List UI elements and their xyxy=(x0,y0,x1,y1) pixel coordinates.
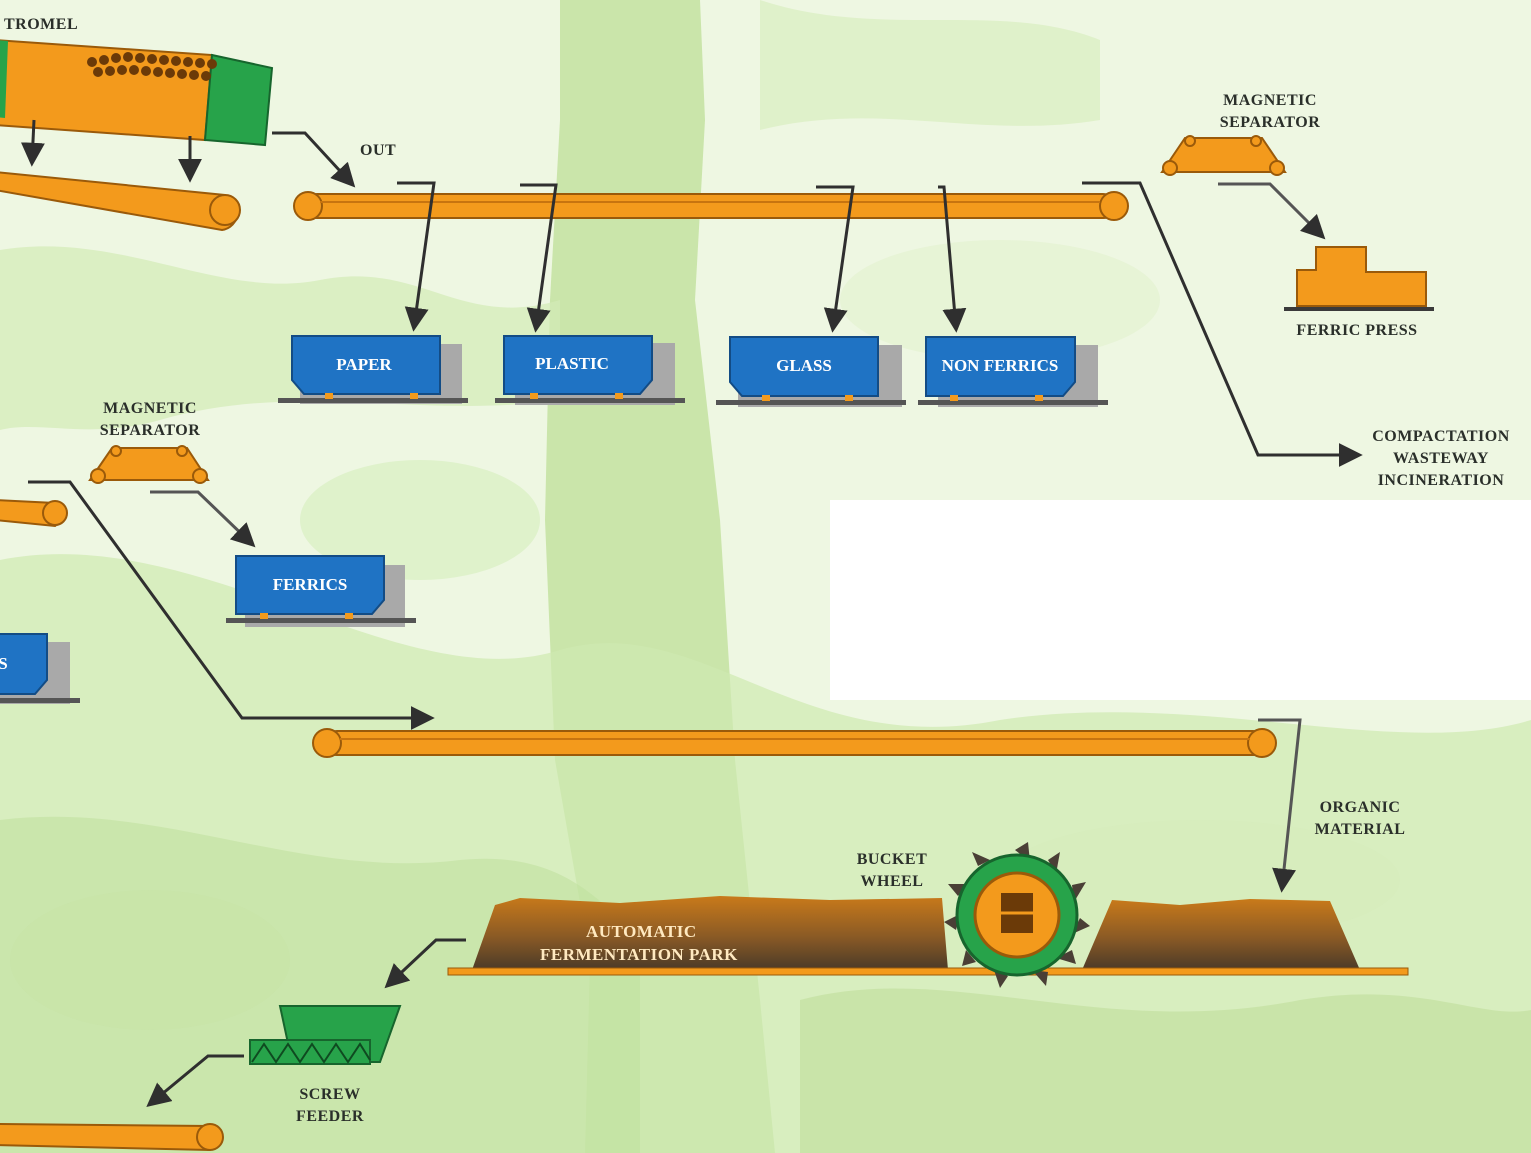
bucket-wheel-line1: BUCKET xyxy=(856,851,928,868)
organic-conveyor xyxy=(312,728,1277,758)
bin-partial-left: S xyxy=(0,633,80,704)
magnetic-separator-left-line2: SEPARATOR xyxy=(99,422,201,439)
compaction-line1: COMPACTATION xyxy=(1372,428,1510,445)
bin-non-ferrics-label: NON FERRICS xyxy=(942,356,1059,375)
magnetic-separator-left-label: MAGNETIC SEPARATOR xyxy=(80,398,220,442)
ferric-press-machine xyxy=(1284,246,1434,311)
bin-paper-label: PAPER xyxy=(336,355,392,374)
bin-glass-label: GLASS xyxy=(776,356,832,375)
bin-plastic-label: PLASTIC xyxy=(535,354,609,373)
bin-ferrics: FERRICS xyxy=(226,555,416,627)
bucket-wheel-line2: WHEEL xyxy=(860,873,924,890)
compaction-line2: WASTEWAY xyxy=(1393,450,1489,467)
screw-feeder-machine xyxy=(249,1005,402,1065)
conveyor-bottom-left xyxy=(0,1123,224,1152)
bin-plastic: PLASTIC xyxy=(495,335,685,405)
magnetic-separator-left-line1: MAGNETIC xyxy=(103,400,197,417)
ferric-press-label: FERRIC PRESS xyxy=(1296,322,1418,339)
magnetic-separator-top xyxy=(1160,135,1287,176)
main-sorting-conveyor xyxy=(293,191,1129,221)
bin-ferrics-label: FERRICS xyxy=(273,575,348,594)
screw-feeder-line2: FEEDER xyxy=(296,1108,364,1125)
magnetic-separator-left xyxy=(88,445,210,484)
bin-partial-label: S xyxy=(0,654,8,673)
organic-material-line1: ORGANIC xyxy=(1319,799,1401,816)
compaction-label: COMPACTATION WASTEWAY INCINERATION xyxy=(1360,426,1522,492)
conveyor-under-tromel xyxy=(0,171,241,232)
magnetic-separator-top-line2: SEPARATOR xyxy=(1219,114,1321,131)
bucket-wheel xyxy=(944,842,1090,988)
bin-non-ferrics: NON FERRICS xyxy=(918,336,1108,407)
screw-feeder-line1: SCREW xyxy=(299,1086,361,1103)
organic-material-label: ORGANIC MATERIAL xyxy=(1290,797,1430,841)
magnetic-separator-top-label: MAGNETIC SEPARATOR xyxy=(1200,90,1340,134)
bin-paper: PAPER xyxy=(278,335,468,404)
fermentation-park-label-line1: AUTOMATIC xyxy=(586,922,697,941)
tromel-machine xyxy=(0,39,274,147)
compaction-line3: INCINERATION xyxy=(1377,472,1505,489)
out-label: OUT xyxy=(360,142,397,159)
bucket-wheel-label: BUCKET WHEEL xyxy=(832,849,952,893)
tromel-screen-holes xyxy=(87,52,217,81)
bin-glass: GLASS xyxy=(716,336,906,407)
tromel-label: TROMEL xyxy=(4,16,79,33)
conveyor-left-partial xyxy=(0,499,68,528)
organic-material-line2: MATERIAL xyxy=(1314,821,1406,838)
fermentation-park xyxy=(447,896,1409,976)
magnetic-separator-top-line1: MAGNETIC xyxy=(1223,92,1317,109)
fermentation-park-label-line2: FERMENTATION PARK xyxy=(540,945,738,964)
screw-feeder-label: SCREW FEEDER xyxy=(270,1084,390,1128)
